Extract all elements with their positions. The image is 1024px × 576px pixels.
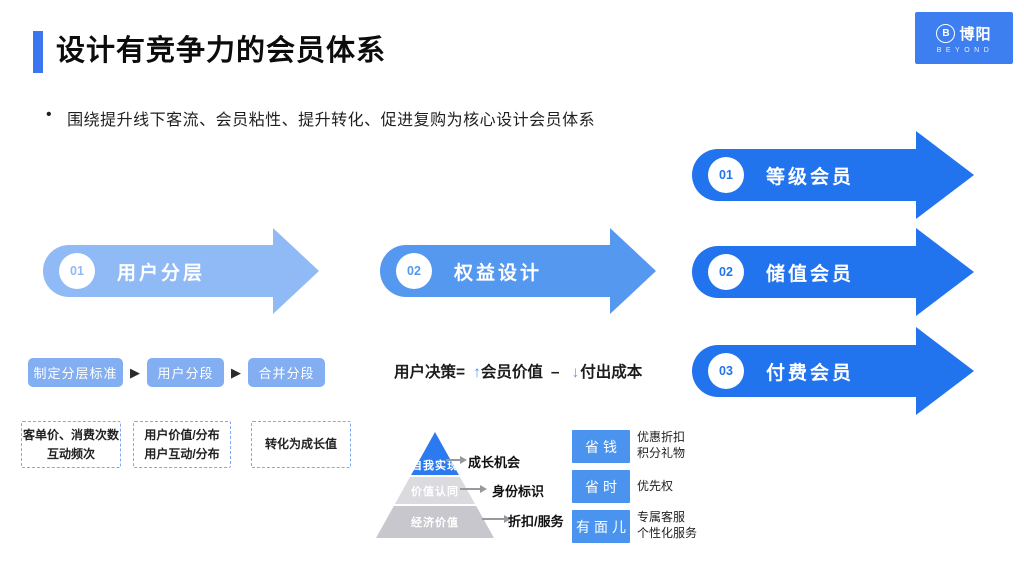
benefit-desc-prestige: 专属客服 个性化服务: [637, 509, 697, 541]
pyramid-benefit-identity: 身份标识: [492, 484, 545, 499]
arrow-head-icon: [610, 228, 656, 314]
connector-arrow-icon: [482, 515, 511, 523]
pyramid-level-label: 经济价值: [411, 517, 459, 529]
benefit-tag-save-time: 省时: [572, 470, 630, 503]
benefit-tag-save-money: 省钱: [572, 430, 630, 463]
intro-bullet: • 围绕提升线下客流、会员粘性、提升转化、促进复购为核心设计会员体系: [46, 106, 595, 130]
intro-text: 围绕提升线下客流、会员粘性、提升转化、促进复购为核心设计会员体系: [67, 112, 596, 129]
arrow-label: 权益设计: [454, 262, 543, 284]
member-arrow-tier: 01 等级会员: [692, 131, 974, 219]
formula-value: 会员价值: [480, 364, 543, 381]
pyramid-level-label: 自我实现: [411, 460, 459, 472]
benefit-desc-line: 专属客服: [637, 510, 686, 524]
step-user-segment: 用户分段: [147, 358, 224, 387]
arrow-label: 等级会员: [766, 166, 855, 188]
arrow-body: 02 权益设计: [380, 245, 610, 297]
logo-row: B 博阳: [936, 23, 991, 44]
arrow-head-icon: [273, 228, 319, 314]
note-metrics: 客单价、消费次数 互动频次: [21, 421, 121, 468]
arrow-body: 01 等级会员: [692, 149, 916, 201]
note-line: 用户互动/分布: [144, 446, 220, 461]
arrow-label: 储值会员: [766, 263, 855, 285]
step-define-criteria: 制定分层标准: [28, 358, 123, 387]
segmentation-steps: 制定分层标准 ▶ 用户分段 ▶ 合并分段: [28, 358, 325, 387]
process-arrow-user-segmentation: 01 用户分层: [43, 228, 319, 314]
brand-logo: B 博阳 BEYOND: [915, 12, 1013, 64]
formula-lhs: 用户决策=: [394, 364, 466, 381]
pyramid-level-economic: 经济价值: [376, 506, 494, 538]
step-arrow-icon: ▶: [130, 364, 140, 380]
page-title: 设计有竞争力的会员体系: [56, 35, 387, 67]
pyramid-benefit-growth: 成长机会: [468, 455, 521, 470]
benefit-desc-save-time: 优先权: [637, 478, 673, 494]
step-number-badge: 02: [396, 253, 432, 289]
step-number-badge: 03: [708, 353, 744, 389]
connector-arrow-icon: [460, 485, 487, 493]
formula-cost: 付出成本: [580, 364, 643, 381]
title-accent-bar: [33, 31, 43, 73]
benefit-desc-line: 优先权: [637, 479, 674, 493]
logo-subtitle: BEYOND: [936, 46, 994, 54]
step-number-badge: 01: [708, 157, 744, 193]
decision-formula: 用户决策= ↑会员价值–↓付出成本: [394, 360, 642, 382]
arrow-body: 03 付费会员: [692, 345, 916, 397]
benefit-desc-line: 积分礼物: [637, 446, 686, 460]
arrow-head-icon: [916, 228, 974, 316]
arrow-head-icon: [916, 131, 974, 219]
member-arrow-paid: 03 付费会员: [692, 327, 974, 415]
step-arrow-icon: ▶: [231, 364, 241, 380]
down-arrow-icon: ↓: [571, 364, 580, 381]
note-distribution: 用户价值/分布 用户互动/分布: [133, 421, 231, 468]
note-line: 转化为成长值: [264, 437, 337, 452]
benefit-desc-line: 个性化服务: [637, 526, 698, 540]
arrow-label: 付费会员: [766, 362, 855, 384]
pyramid-benefit-discount: 折扣/服务: [508, 514, 564, 529]
step-number-badge: 01: [59, 253, 95, 289]
bullet-dot: •: [46, 106, 53, 123]
process-arrow-benefit-design: 02 权益设计: [380, 228, 656, 314]
step-number-badge: 02: [708, 254, 744, 290]
pyramid-gap: [376, 475, 494, 477]
logo-name: 博阳: [959, 25, 992, 43]
arrow-label: 用户分层: [117, 262, 206, 284]
pyramid-level-label: 价值认同: [411, 485, 459, 498]
benefit-tag-prestige: 有面儿: [572, 510, 630, 543]
benefit-desc-save-money: 优惠折扣 积分礼物: [637, 429, 685, 461]
minus-sign: –: [550, 364, 560, 381]
note-growth-value: 转化为成长值: [251, 421, 351, 468]
step-merge-segment: 合并分段: [248, 358, 325, 387]
note-line: 用户价值/分布: [144, 427, 220, 442]
arrow-body: 02 储值会员: [692, 246, 916, 298]
pyramid-gap: [376, 504, 494, 506]
up-arrow-icon: ↑: [473, 364, 481, 381]
member-arrow-stored-value: 02 储值会员: [692, 228, 974, 316]
connector-arrow-icon: [446, 456, 467, 464]
benefit-desc-line: 优惠折扣: [637, 430, 686, 444]
arrow-head-icon: [916, 327, 974, 415]
note-line: 互动频次: [46, 446, 95, 461]
arrow-body: 01 用户分层: [43, 245, 273, 297]
logo-monogram-icon: B: [936, 23, 956, 43]
note-line: 客单价、消费次数: [22, 427, 119, 442]
